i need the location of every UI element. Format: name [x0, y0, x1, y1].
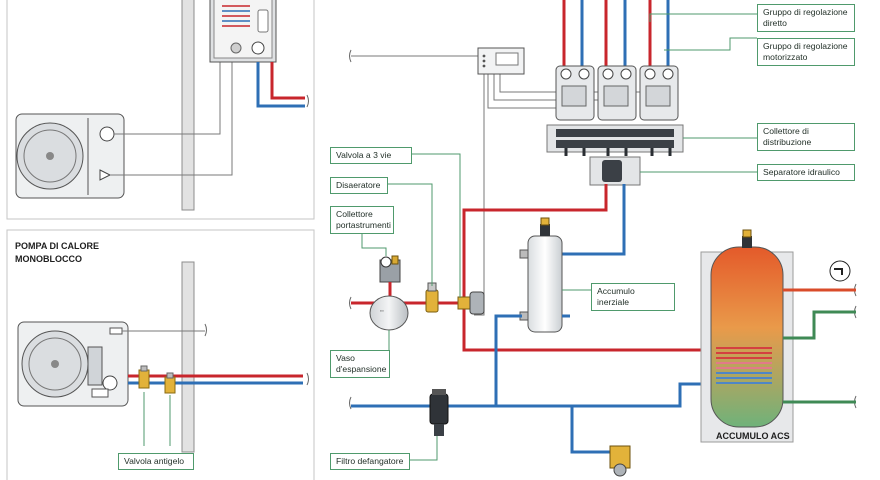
label-vaso-espansione: Vaso d'espansione: [330, 350, 390, 378]
dirt-separator-filter: [429, 389, 449, 436]
hot-water-tap-icon: [829, 260, 851, 282]
label-collettore-portastrumenti: Collettore portastrumenti: [330, 206, 394, 234]
bottom-pump-group: [609, 445, 631, 477]
label-gruppo-diretto: Gruppo di regolazione diretto: [757, 4, 855, 32]
label-accumulo-inerziale: Accumulo inerziale: [591, 283, 675, 311]
indoor-hydronic-module: [209, 0, 277, 63]
label-filtro-defangatore: Filtro defangatore: [330, 453, 410, 470]
inertial-buffer-tank: [519, 217, 563, 333]
heat-pump-outdoor-unit-top: [15, 113, 125, 199]
label-disaeratore: Disaeratore: [330, 177, 388, 194]
wall-top: [181, 0, 195, 211]
three-way-valve: [457, 291, 485, 315]
label-separatore-idraulico: Separatore idraulico: [757, 164, 855, 181]
top-left-panel: [6, 0, 315, 220]
wall-bottom: [181, 261, 195, 453]
pump-circle-icon: [99, 126, 115, 142]
antifreeze-valve-2: [164, 372, 176, 394]
title-pompa-calore-monoblocco: POMPA DI CALORE MONOBLOCCO: [15, 241, 100, 264]
regulation-group-1: [555, 65, 595, 121]
deaerator: [425, 282, 439, 313]
heat-pump-outdoor-unit-monoblock: [17, 321, 129, 407]
distribution-manifold: [546, 124, 684, 156]
expansion-vessel: ▪▪▪: [369, 295, 409, 331]
label-valvola-antigelo: Valvola antigelo: [118, 453, 194, 470]
svg-text:▪▪▪: ▪▪▪: [380, 309, 384, 313]
label-collettore-distribuzione: Collettore di distribuzione: [757, 123, 855, 151]
dhw-storage-tank: [700, 229, 794, 443]
title-accumulo-acs: ACCUMULO ACS: [716, 431, 790, 441]
label-valvola-3-vie: Valvola a 3 vie: [330, 147, 412, 164]
hydraulic-separator: [589, 156, 641, 186]
label-gruppo-motorizzato: Gruppo di regolazione motorizzato: [757, 38, 855, 66]
instrument-manifold: [379, 255, 401, 283]
antifreeze-valve-1: [138, 365, 150, 389]
regulation-group-2: [597, 65, 637, 121]
regulation-group-3: [639, 65, 679, 121]
valve-symbol-icon: [99, 169, 112, 181]
bottom-left-panel: [6, 229, 315, 480]
